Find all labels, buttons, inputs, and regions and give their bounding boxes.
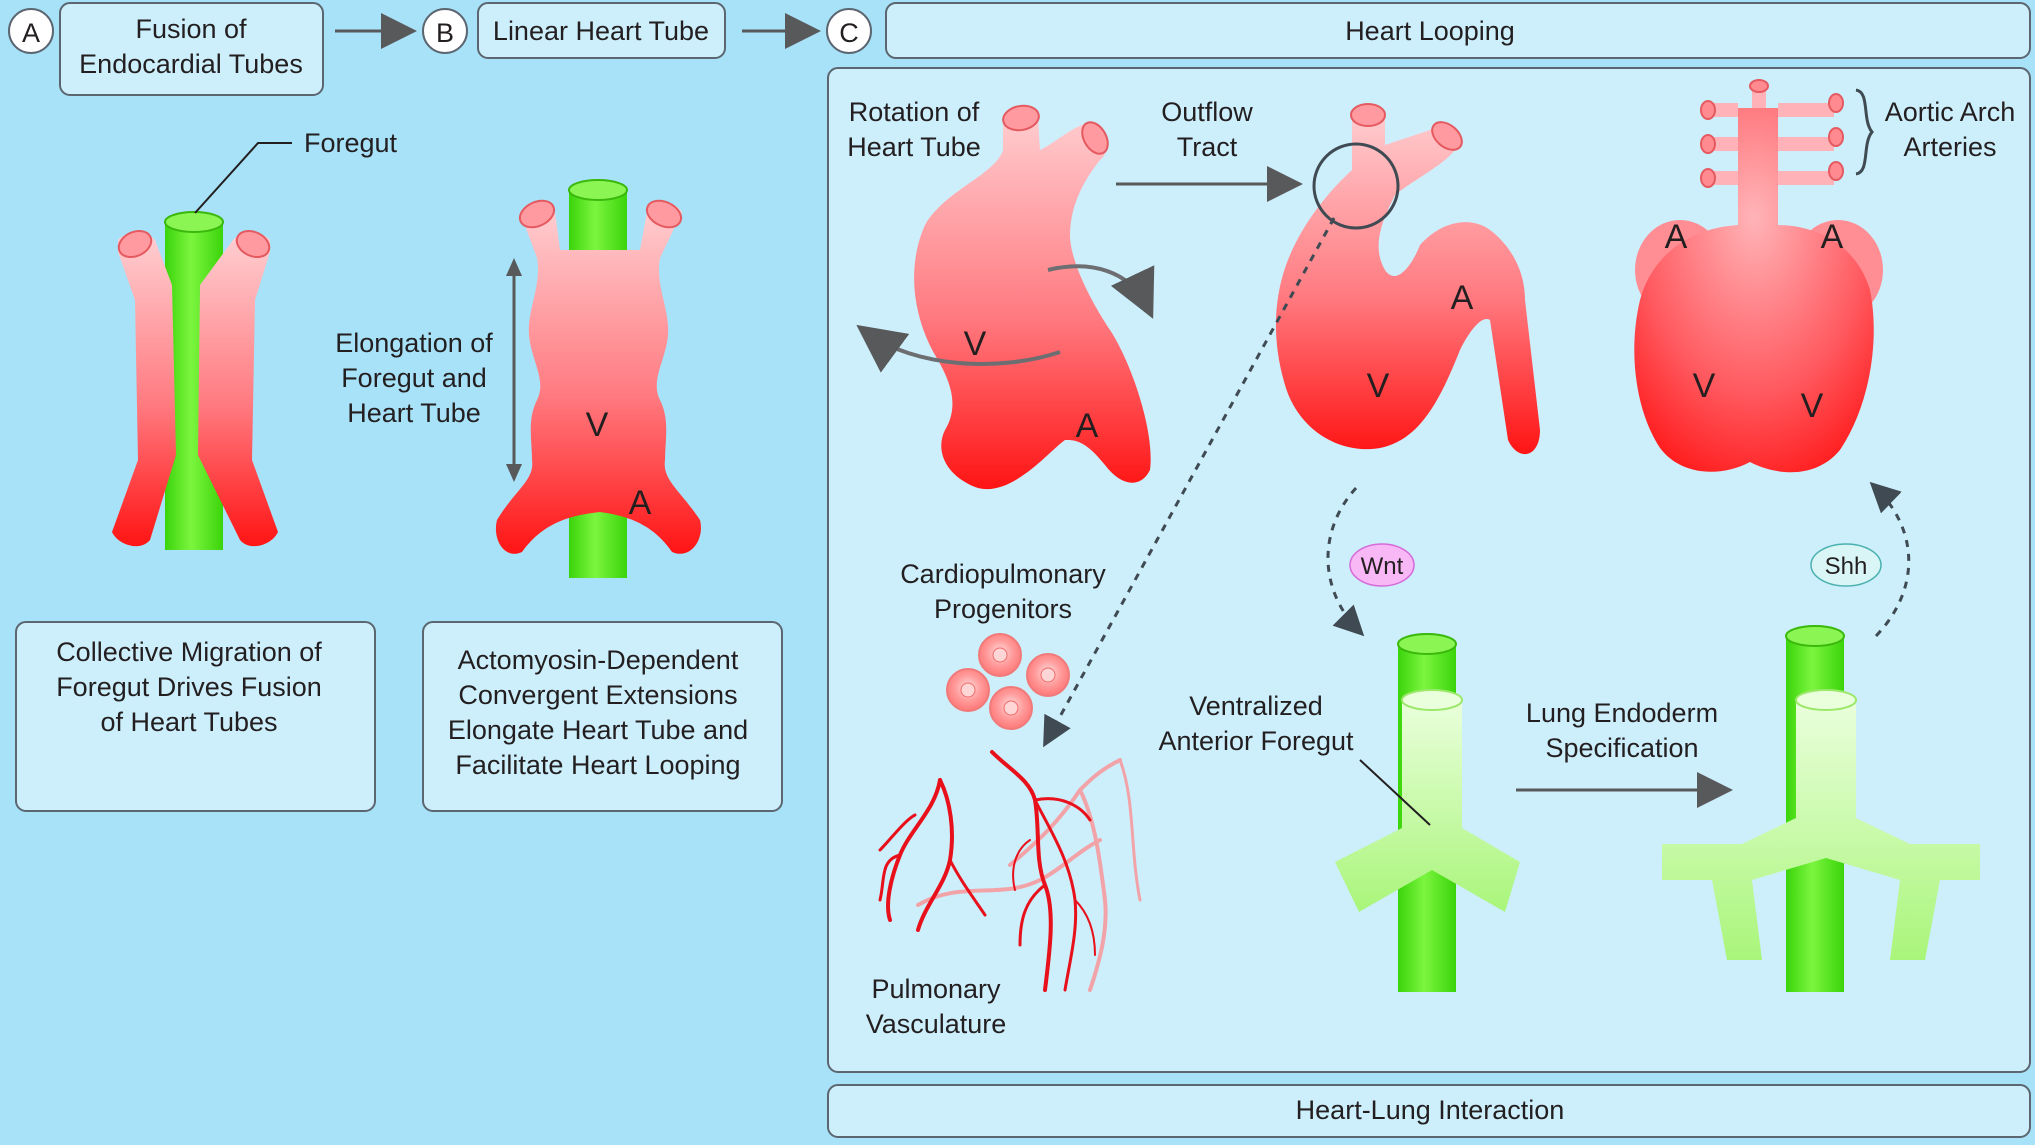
panel-b-caption-line4: Facilitate Heart Looping bbox=[455, 750, 740, 780]
progenitors-label-line2: Progenitors bbox=[934, 594, 1072, 624]
wnt-badge bbox=[1349, 543, 1415, 587]
panel-c-letter-circle bbox=[826, 8, 872, 54]
panel-a-caption-box bbox=[15, 621, 376, 812]
shh-badge bbox=[1810, 543, 1882, 587]
panel-a-caption-line1: Collective Migration of bbox=[56, 637, 322, 667]
panel-b-caption-line2: Convergent Extensions bbox=[458, 680, 737, 710]
shh-signal-arrow bbox=[1869, 481, 1911, 638]
heart-lung-interaction-box bbox=[827, 1084, 2031, 1138]
panel-c: C Heart Looping Rotation of Heart Tube V… bbox=[826, 2, 2031, 1138]
elongation-label-line2: Foregut and bbox=[341, 363, 487, 393]
ventricle-label-c3-left: V bbox=[1693, 367, 1716, 405]
panel-b: B Linear Heart Tube Elongation of Foregu… bbox=[335, 2, 821, 812]
ventralized-foregut bbox=[1335, 633, 1520, 992]
tube-opening bbox=[1002, 104, 1040, 132]
aortic-brace bbox=[1855, 88, 1874, 176]
aortic-arch-arteries bbox=[1700, 79, 1844, 188]
looped-heart bbox=[1275, 105, 1540, 455]
endocardial-tube-right bbox=[198, 232, 278, 547]
rotating-heart-tube bbox=[914, 107, 1151, 490]
panel-a-title-box bbox=[59, 2, 324, 96]
lung-label-line1: Lung Endoderm bbox=[1526, 698, 1718, 728]
panel-a-title-line1: Fusion of bbox=[135, 14, 247, 44]
panel-c-title-box bbox=[885, 2, 2031, 59]
panel-b-letter: B bbox=[436, 18, 454, 48]
wnt-signal-arrow bbox=[1326, 486, 1365, 637]
tube-opening bbox=[117, 229, 153, 259]
four-chamber-heart bbox=[1634, 108, 1883, 473]
panel-a-letter-circle bbox=[8, 8, 54, 54]
tube-opening bbox=[1431, 121, 1463, 151]
atrium-label-c2: A bbox=[1451, 279, 1474, 317]
outflow-tract-circle bbox=[1312, 142, 1400, 230]
panel-b-title: Linear Heart Tube bbox=[493, 16, 709, 46]
panel-b-title-box bbox=[477, 2, 726, 59]
tube-opening bbox=[235, 229, 271, 259]
elongation-label-line1: Elongation of bbox=[335, 328, 493, 358]
lung-label-line2: Specification bbox=[1545, 733, 1698, 763]
progenitor-contribution-arrow bbox=[1043, 217, 1336, 748]
progenitor-cells bbox=[946, 633, 1070, 730]
tube-opening bbox=[1350, 103, 1386, 127]
foregut-leader-line-c bbox=[1359, 759, 1431, 826]
tube-opening bbox=[645, 199, 683, 229]
panel-a-letter: A bbox=[22, 18, 40, 48]
linear-heart-tube bbox=[495, 203, 701, 554]
ventralized-label-line2: Anterior Foregut bbox=[1158, 726, 1354, 756]
panel-b-caption-line1: Actomyosin-Dependent bbox=[458, 645, 739, 675]
rotation-arrow-left bbox=[856, 324, 1061, 373]
elongation-label-line3: Heart Tube bbox=[347, 398, 481, 428]
atrium-label-c1: A bbox=[1076, 407, 1099, 445]
ventricle-label-c2: V bbox=[1367, 367, 1390, 405]
rotation-label-line1: Rotation of bbox=[849, 97, 980, 127]
ventralized-label-line1: Ventralized bbox=[1189, 691, 1323, 721]
panel-c-title: Heart Looping bbox=[1345, 16, 1515, 46]
tube-opening bbox=[518, 199, 556, 229]
vasculature-label-line1: Pulmonary bbox=[871, 974, 1001, 1004]
atrium-label-b: A bbox=[629, 484, 652, 522]
ventricle-label-b: V bbox=[586, 406, 609, 444]
rotation-arrow-right bbox=[1047, 264, 1155, 319]
panel-b-caption-box bbox=[422, 621, 783, 812]
shh-label: Shh bbox=[1825, 553, 1868, 580]
panel-a-caption-line3: of Heart Tubes bbox=[100, 707, 277, 737]
progenitors-label-line1: Cardiopulmonary bbox=[900, 559, 1106, 589]
wnt-label: Wnt bbox=[1361, 553, 1404, 580]
aortic-label-line1: Aortic Arch bbox=[1885, 97, 2016, 127]
panel-b-letter-circle bbox=[422, 8, 468, 54]
pulmonary-vasculature bbox=[878, 750, 1142, 992]
panel-c-letter: C bbox=[839, 18, 859, 48]
panel-a: A Fusion of Endocardial Tubes Foregut Co… bbox=[8, 2, 417, 812]
arrow-head-up bbox=[506, 258, 522, 276]
rotation-label-line2: Heart Tube bbox=[847, 132, 981, 162]
panel-a-caption-line2: Foregut Drives Fusion bbox=[56, 672, 322, 702]
atrium-label-c3-right: A bbox=[1821, 218, 1844, 256]
panel-b-caption-line3: Elongate Heart Tube and bbox=[448, 715, 748, 745]
arrow-head-down bbox=[506, 464, 522, 482]
outflow-label-line1: Outflow bbox=[1161, 97, 1253, 127]
panel-a-title-line2: Endocardial Tubes bbox=[79, 49, 303, 79]
vasculature-label-line2: Vasculature bbox=[866, 1009, 1007, 1039]
foregut-leader-line bbox=[194, 142, 292, 214]
ventricle-label-c1: V bbox=[964, 325, 987, 363]
tube-opening bbox=[1081, 121, 1109, 155]
heart-lung-interaction-label: Heart-Lung Interaction bbox=[1296, 1095, 1565, 1125]
atrium-label-c3-left: A bbox=[1665, 218, 1688, 256]
endocardial-tube-left bbox=[112, 232, 176, 547]
foregut-label: Foregut bbox=[304, 128, 398, 158]
lung-buds-foregut bbox=[1662, 625, 1980, 992]
aortic-label-line2: Arteries bbox=[1903, 132, 1996, 162]
outflow-label-line2: Tract bbox=[1177, 132, 1238, 162]
ventricle-label-c3-right: V bbox=[1801, 387, 1824, 425]
